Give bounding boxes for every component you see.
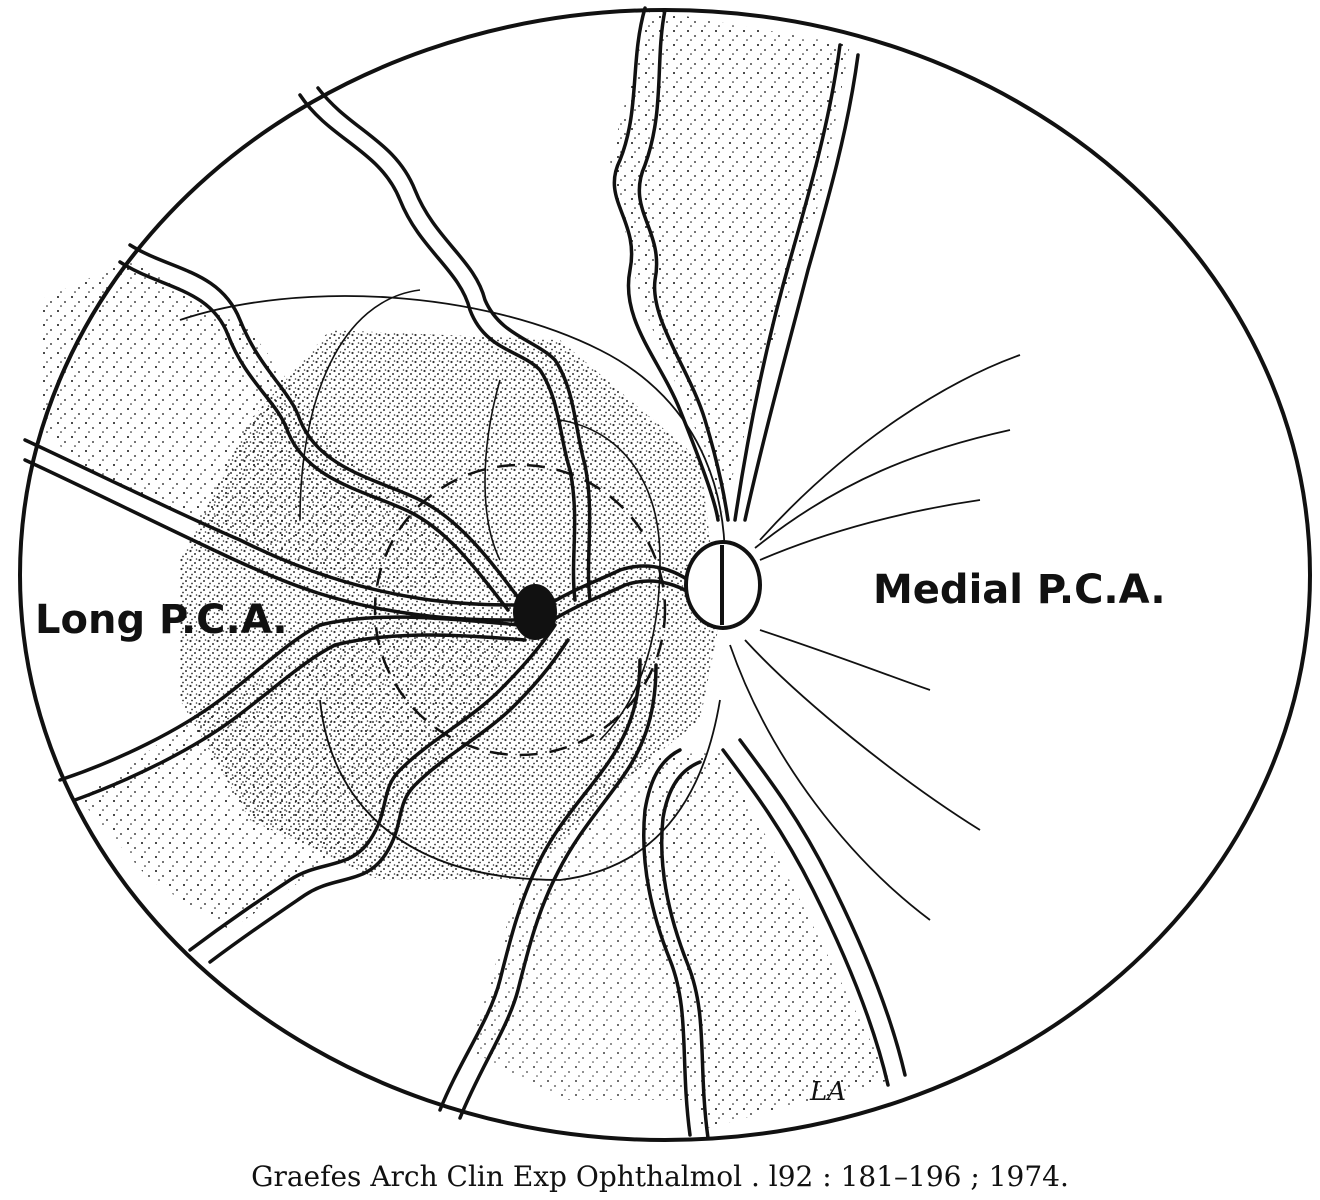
figure-caption: Graefes Arch Clin Exp Ophthalmol . l92 :…	[251, 1160, 1069, 1193]
fine-lines	[179, 289, 726, 881]
fovea-spot	[513, 584, 557, 640]
long-pca-label: Long P.C.A.	[35, 597, 288, 643]
zone-left-upper	[40, 260, 480, 600]
artist-signature: LA	[809, 1077, 846, 1107]
zone-upper-vertical	[610, 10, 850, 520]
zone-left-lower	[80, 620, 520, 930]
zone-lower-middle	[470, 760, 690, 1100]
radiating-vessels	[729, 354, 1021, 921]
choroidal-watershed-diagram: Long P.C.A. Medial P.C.A. LA	[18, 6, 1312, 1142]
segment-boundaries	[23, 6, 907, 1140]
medial-pca-label: Medial P.C.A.	[873, 567, 1166, 613]
stippled-zones	[40, 10, 890, 1130]
macular-dashed-circle	[373, 463, 667, 757]
optic-disc	[684, 540, 762, 630]
